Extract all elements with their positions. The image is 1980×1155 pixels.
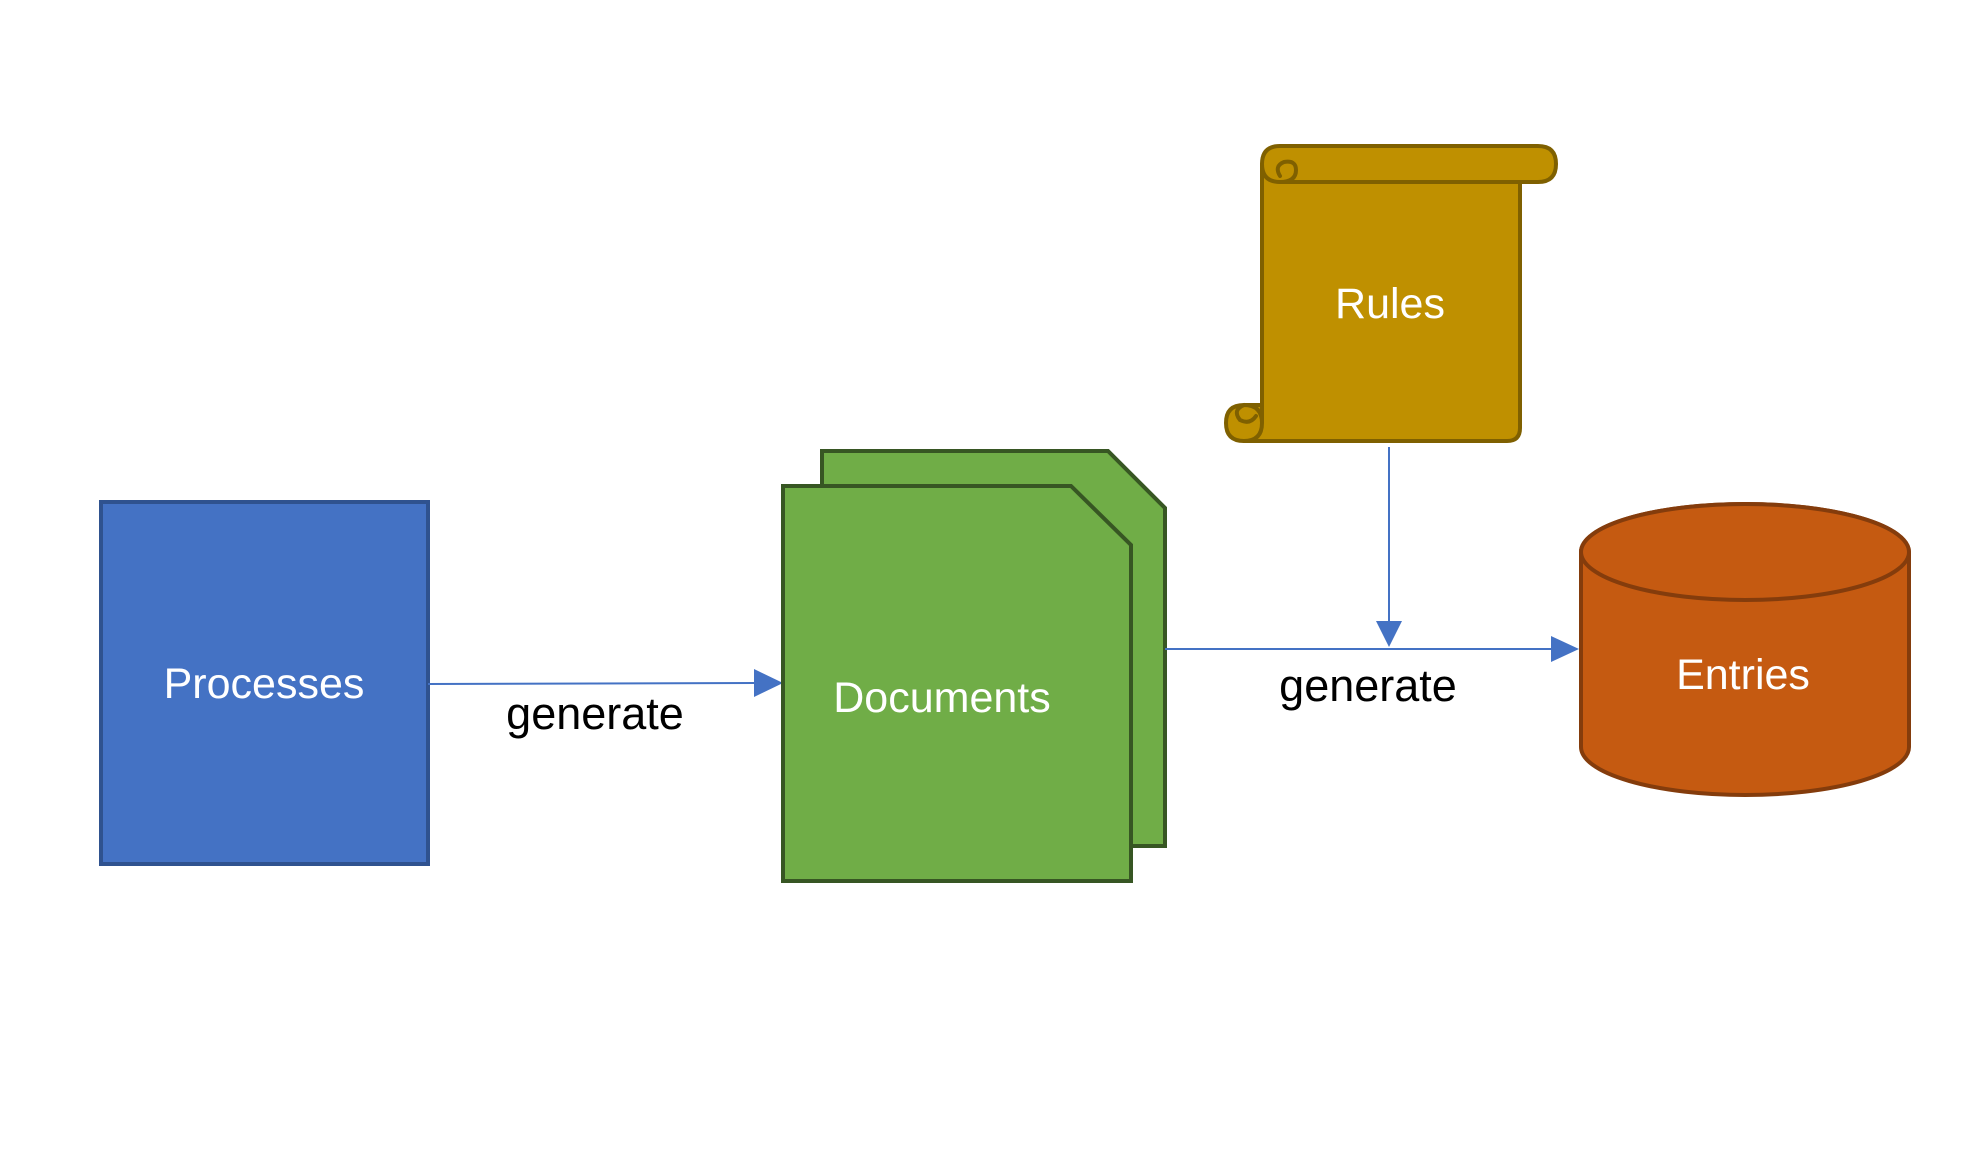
- edge-label-generate-1: generate: [506, 688, 684, 739]
- processes-label: Processes: [164, 660, 365, 708]
- arrowhead: [754, 669, 783, 697]
- documents-front-sheet: [781, 484, 1133, 883]
- rules-node: Rules: [1224, 144, 1558, 443]
- connector-line: [427, 682, 755, 685]
- entries-node: Entries: [1579, 502, 1911, 797]
- rules-scroll-top-curl: [1260, 159, 1522, 184]
- edge-rules-to-entries: [1376, 447, 1402, 647]
- edge-documents-to-entries: generate: [1165, 636, 1579, 711]
- edge-processes-to-documents: generate: [427, 669, 783, 739]
- documents-node: Documents: [781, 449, 1167, 883]
- processes-box: [99, 500, 430, 866]
- entries-cylinder-top: [1579, 502, 1911, 602]
- entries-label: Entries: [1676, 651, 1810, 699]
- arrowhead: [1376, 621, 1402, 647]
- edge-label-generate-2: generate: [1279, 660, 1457, 711]
- processes-node: Processes: [99, 500, 430, 866]
- documents-label: Documents: [833, 674, 1050, 722]
- rules-scroll-bottom-curl: [1234, 403, 1265, 443]
- arrowhead: [1551, 636, 1579, 662]
- rules-label: Rules: [1335, 280, 1445, 328]
